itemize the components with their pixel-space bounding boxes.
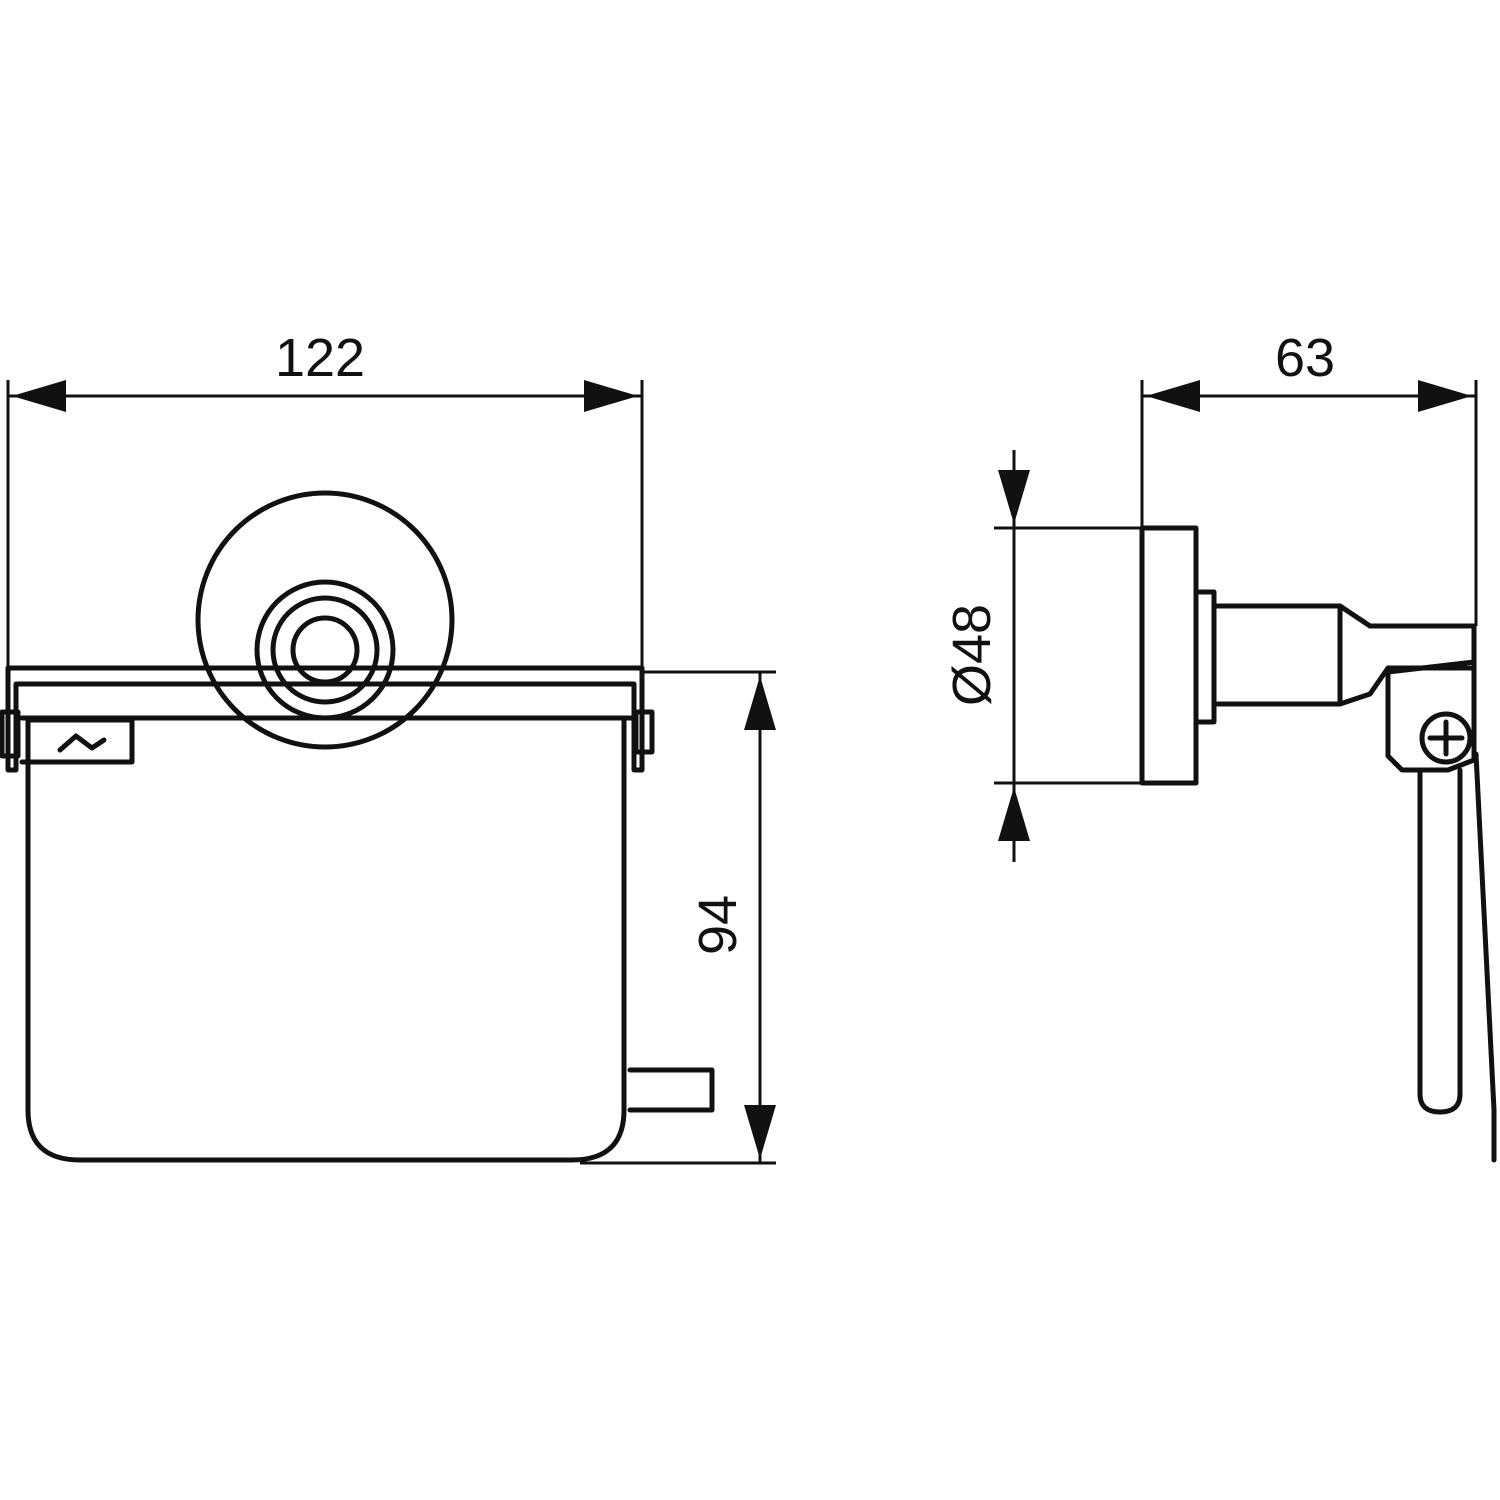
tear-tab	[25, 717, 135, 765]
right-hinge	[633, 709, 655, 755]
wall-rosette	[195, 490, 455, 750]
height-dimension: 94	[580, 670, 776, 1165]
height-label: 94	[688, 895, 748, 955]
screw-head	[1419, 711, 1473, 765]
hinge-bracket	[1385, 659, 1477, 773]
spindle-end	[627, 1067, 715, 1113]
lid-top-plate	[5, 665, 645, 773]
width-label: 122	[275, 328, 365, 388]
swing-lever	[1417, 767, 1463, 1115]
spindle-middle	[270, 595, 380, 705]
diameter-dimension: Ø48	[942, 450, 1142, 862]
front-view	[0, 490, 715, 1163]
spindle-outer	[254, 579, 396, 721]
cover-body	[25, 717, 627, 1163]
left-hinge	[0, 709, 21, 759]
diameter-label: Ø48	[942, 604, 1002, 706]
side-view	[1139, 525, 1497, 1163]
arm	[1211, 603, 1477, 707]
depth-label: 63	[1275, 328, 1335, 388]
spindle-inner	[290, 615, 360, 685]
depth-dimension: 63	[1140, 328, 1478, 626]
cover-edge	[1473, 751, 1497, 1163]
wall-plate	[1139, 525, 1199, 786]
collar	[1193, 589, 1217, 725]
tear-tab-detail	[57, 733, 107, 753]
width-dimension: 122	[6, 328, 644, 668]
